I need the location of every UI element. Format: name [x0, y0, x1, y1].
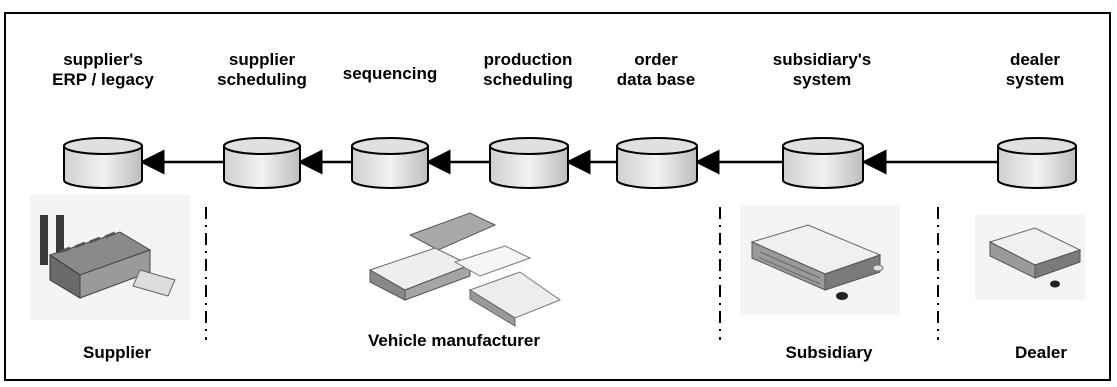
- label-production-scheduling: production scheduling: [483, 50, 573, 89]
- group-label-vehicle-manufacturer: Vehicle manufacturer: [368, 331, 540, 350]
- group-label-dealer: Dealer: [1015, 343, 1067, 362]
- database-icon-order-database: [616, 137, 698, 189]
- database-icon-supplier-scheduling: [223, 137, 301, 189]
- subsidiary-building-icon: [740, 205, 900, 315]
- label-supplier-scheduling: supplier scheduling: [217, 50, 307, 89]
- database-icon-subsidiary-system: [782, 137, 864, 189]
- database-icon-production-scheduling: [489, 137, 569, 189]
- label-dealer-system: dealer system: [1005, 50, 1065, 89]
- dealer-building-icon: [975, 215, 1085, 300]
- label-sequencing: sequencing: [342, 64, 438, 83]
- group-label-supplier: Supplier: [82, 343, 152, 362]
- label-order-database: order data base: [616, 50, 696, 89]
- database-icon-supplier-erp: [63, 137, 143, 189]
- label-subsidiary-system: subsidiary's system: [772, 50, 872, 89]
- label-supplier-erp: supplier's ERP / legacy: [52, 50, 154, 89]
- database-icon-sequencing: [351, 137, 429, 189]
- vehicle-plant-icon: [368, 212, 562, 327]
- factory-icon: [30, 195, 190, 320]
- database-icon-dealer-system: [997, 137, 1077, 189]
- diagram-frame: [4, 12, 1111, 381]
- group-label-subsidiary: Subsidiary: [785, 343, 873, 362]
